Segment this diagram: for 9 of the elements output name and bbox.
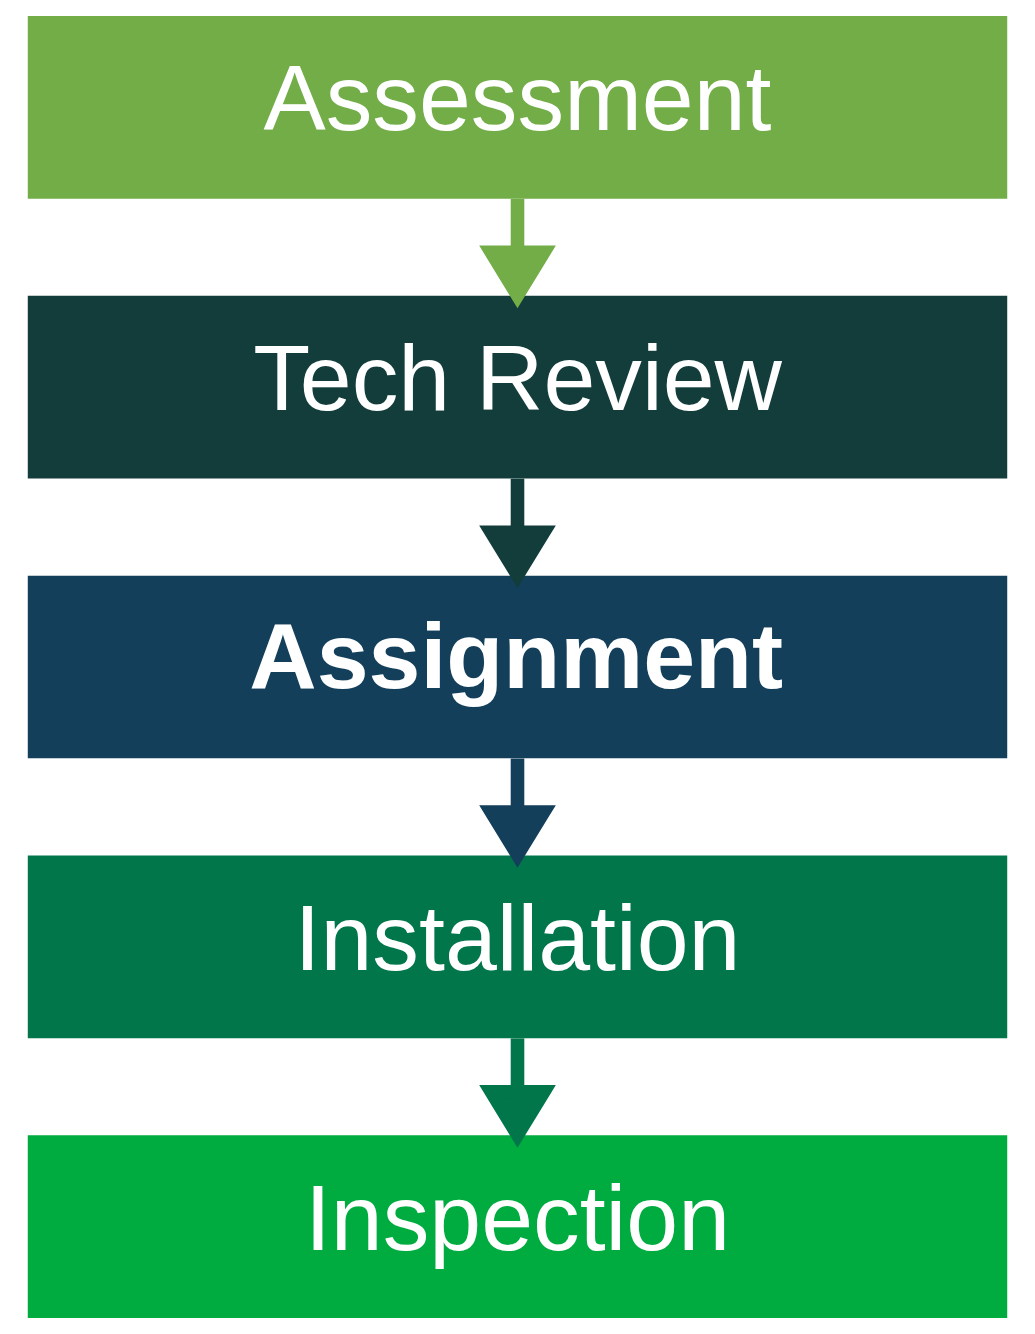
arrow xyxy=(479,198,556,309)
arrow xyxy=(479,478,556,588)
node-box: Assignment xyxy=(27,575,1008,759)
node-box: Installation xyxy=(27,855,1008,1039)
node-box: Tech Review xyxy=(27,295,1008,479)
node-box: Assessment xyxy=(27,15,1008,199)
node-box: Inspection xyxy=(27,1135,1008,1319)
arrow xyxy=(479,1038,556,1148)
arrow xyxy=(479,758,556,868)
